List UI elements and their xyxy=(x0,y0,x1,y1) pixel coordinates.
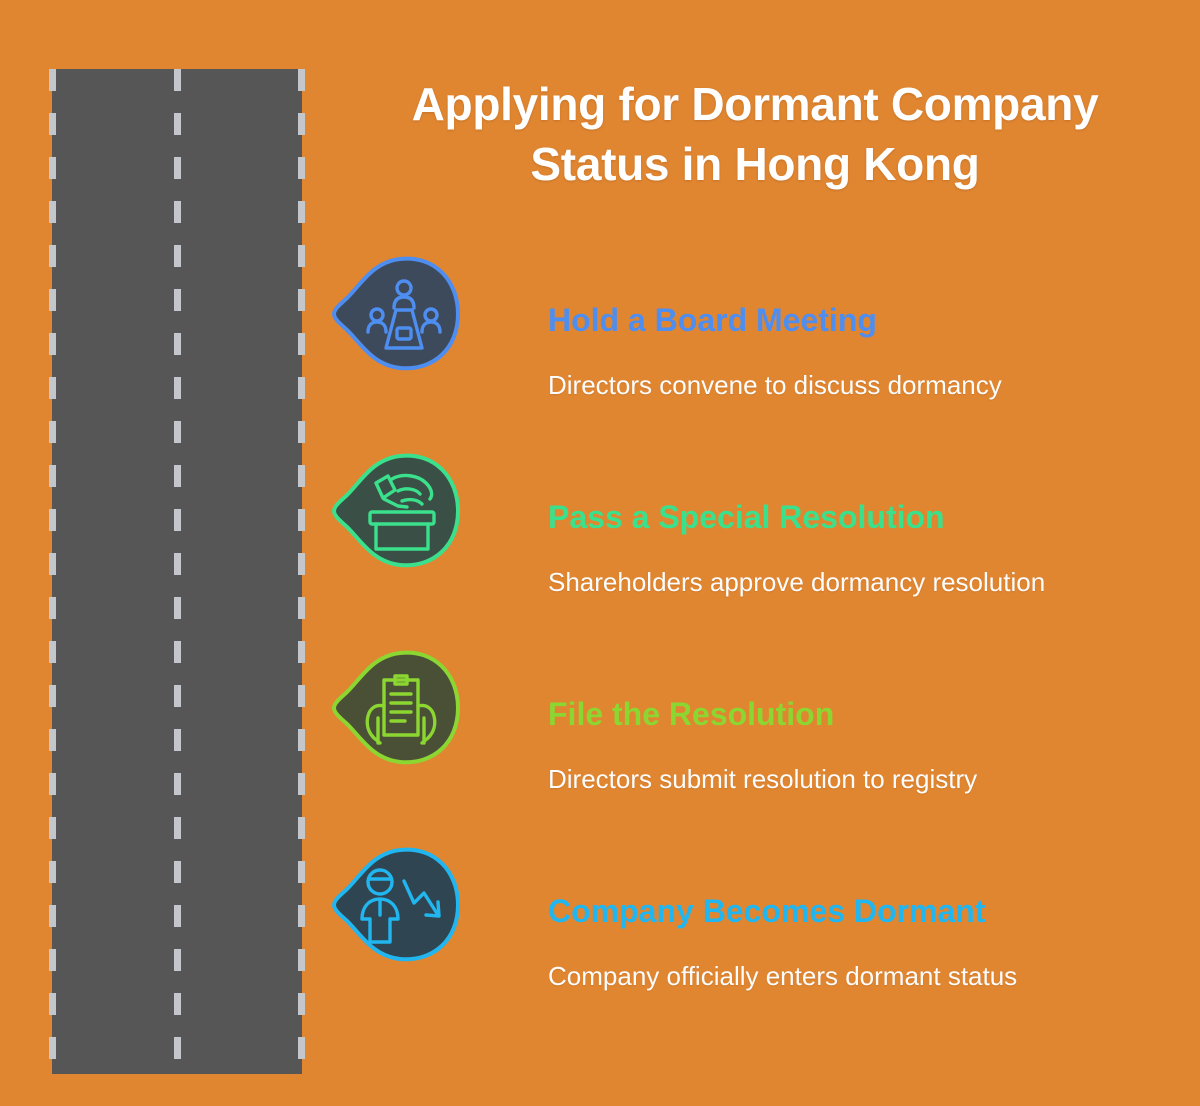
step-3-badge xyxy=(331,646,469,769)
road-lane-marking-center xyxy=(174,69,181,1074)
step-1-badge xyxy=(331,252,469,375)
step-2-title: Pass a Special Resolution xyxy=(548,499,945,535)
board-meeting-icon xyxy=(331,256,461,371)
steps-list: Hold a Board Meeting Directors convene t… xyxy=(331,252,1182,1040)
step-3-title: File the Resolution xyxy=(548,696,835,732)
ballot-box-vote-icon xyxy=(331,453,461,568)
step-4-title: Company Becomes Dormant xyxy=(548,893,986,929)
step-2-text: Pass a Special Resolution Shareholders a… xyxy=(548,449,1182,598)
step-2-badge xyxy=(331,449,469,572)
step-4-description: Company officially enters dormant status xyxy=(548,961,1018,991)
road-illustration xyxy=(49,69,305,1074)
person-declining-arrow-icon xyxy=(331,847,461,962)
step-item: Company Becomes Dormant Company official… xyxy=(331,843,1182,1040)
page-title-line-2: Status in Hong Kong xyxy=(530,138,980,190)
step-3-description: Directors submit resolution to registry xyxy=(548,764,978,794)
step-item: File the Resolution Directors submit res… xyxy=(331,646,1182,843)
step-3-text: File the Resolution Directors submit res… xyxy=(548,646,1182,795)
step-item: Pass a Special Resolution Shareholders a… xyxy=(331,449,1182,646)
step-item: Hold a Board Meeting Directors convene t… xyxy=(331,252,1182,449)
page-title-line-1: Applying for Dormant Company xyxy=(411,78,1099,130)
road-lane-marking-left xyxy=(49,69,56,1074)
step-1-text: Hold a Board Meeting Directors convene t… xyxy=(548,252,1182,401)
road-lane-marking-right xyxy=(298,69,305,1074)
step-4-badge xyxy=(331,843,469,966)
step-1-title: Hold a Board Meeting xyxy=(548,302,877,338)
header: Applying for Dormant Company Status in H… xyxy=(340,74,1170,194)
step-4-text: Company Becomes Dormant Company official… xyxy=(548,843,1182,992)
page-title: Applying for Dormant Company Status in H… xyxy=(340,74,1170,194)
step-2-description: Shareholders approve dormancy resolution xyxy=(548,567,1046,597)
hands-holding-document-icon xyxy=(331,650,461,765)
step-1-description: Directors convene to discuss dormancy xyxy=(548,370,1002,400)
